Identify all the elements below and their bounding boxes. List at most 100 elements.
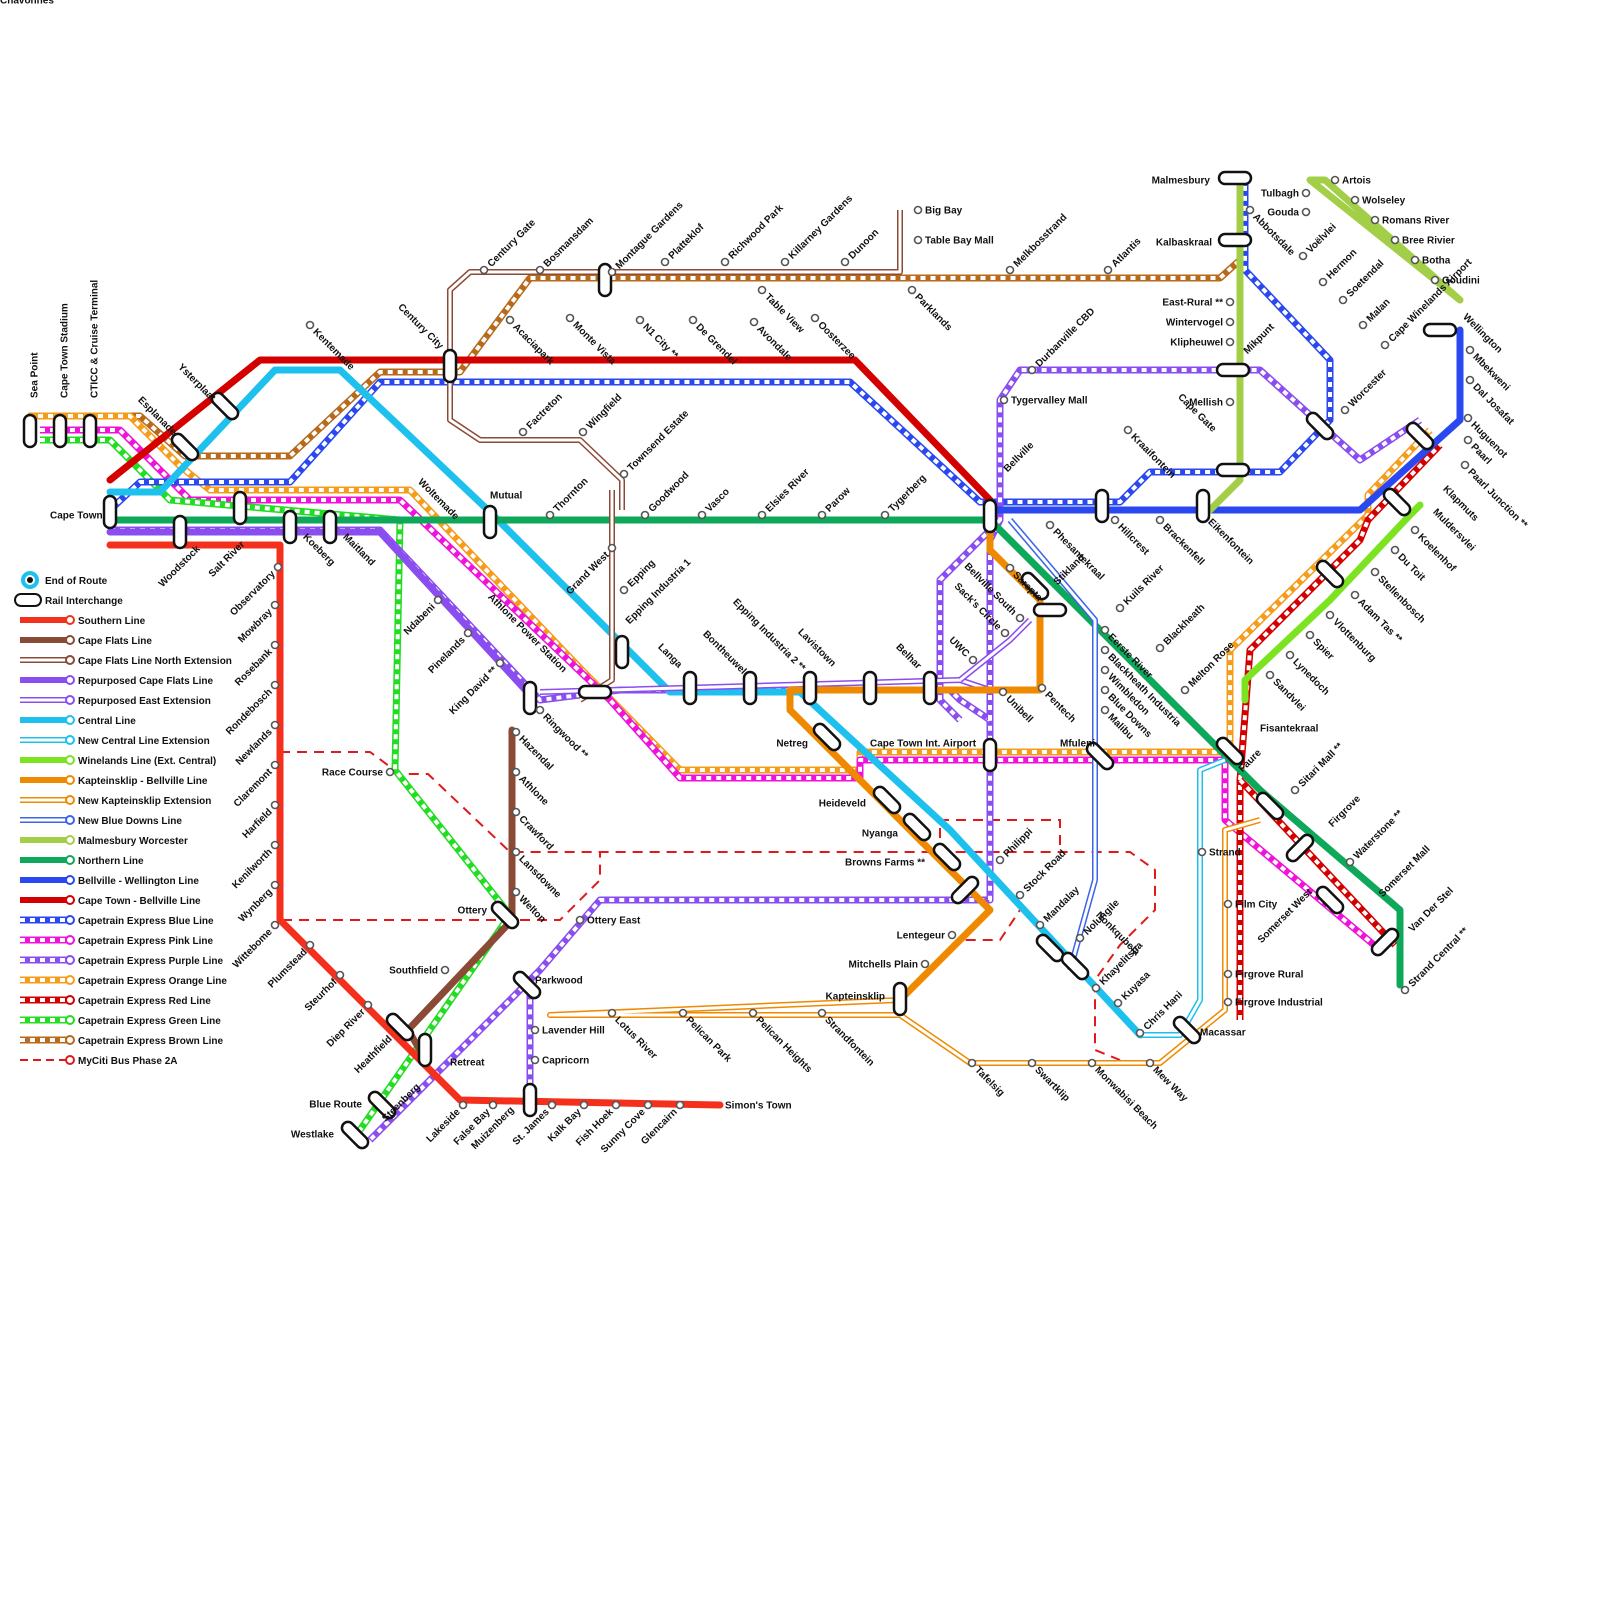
station-dot-koelenhof[interactable]	[1410, 525, 1420, 535]
station-label-tafelsig[interactable]: Tafelsig	[972, 1065, 1006, 1099]
station-label-factreton[interactable]: Factreton	[525, 392, 565, 432]
station-label-lynedoch[interactable]: Lynedoch	[1290, 657, 1331, 698]
interchange-marker[interactable]	[1094, 488, 1110, 524]
station-label-firgrove-industrial[interactable]: Firgrove Industrial	[1235, 998, 1323, 1009]
station-dot-soetendal[interactable]	[1338, 295, 1348, 305]
station-dot-big-bay[interactable]	[913, 205, 923, 215]
station-label-firgrove[interactable]: Firgrove	[1327, 793, 1363, 829]
station-label-philippi[interactable]: Philippi	[1002, 826, 1035, 859]
interchange-marker[interactable]	[417, 1032, 433, 1068]
station-label-epping[interactable]: Epping	[626, 558, 658, 590]
station-label-wintervogel[interactable]: Wintervogel	[1166, 318, 1223, 329]
station-label-chavonnes[interactable]: Chavonnes	[0, 0, 54, 7]
station-dot-nolungile[interactable]	[1075, 933, 1085, 943]
interchange-marker[interactable]	[982, 498, 998, 534]
station-dot-abbotsdale[interactable]	[1245, 205, 1255, 215]
station-dot-tulbagh[interactable]	[1301, 188, 1311, 198]
station-label-ysterplaat[interactable]: Ysterplaat	[175, 362, 217, 404]
station-label-parow[interactable]: Parow	[824, 485, 853, 514]
station-dot-ottery-east[interactable]	[575, 915, 585, 925]
station-label-crawford[interactable]: Crawford	[516, 814, 555, 853]
interchange-marker[interactable]	[1284, 832, 1315, 863]
interchange-marker[interactable]	[1171, 1014, 1202, 1045]
station-dot-oosterzee[interactable]	[810, 313, 820, 323]
station-dot-phesantekraal[interactable]	[1045, 520, 1055, 530]
station-label-durbanville-cbd[interactable]: Durbanville CBD	[1034, 306, 1098, 370]
interchange-marker[interactable]	[577, 684, 613, 700]
station-label-malmesbury[interactable]: Malmesbury	[1152, 176, 1211, 187]
station-dot-hillcrest[interactable]	[1110, 515, 1120, 525]
station-label-fisantekraal[interactable]: Fisantekraal	[1260, 724, 1319, 735]
station-label-stock-road[interactable]: Stock Road	[1022, 848, 1069, 895]
interchange-marker[interactable]	[682, 670, 698, 706]
interchange-marker[interactable]	[1381, 486, 1412, 517]
station-label-parkwood[interactable]: Parkwood	[535, 976, 583, 987]
station-dot-malan[interactable]	[1358, 320, 1368, 330]
interchange-marker[interactable]	[982, 737, 998, 773]
station-dot-melkbosstrand[interactable]	[1005, 265, 1015, 275]
station-dot-waterstone[interactable]	[1345, 857, 1355, 867]
interchange-marker[interactable]	[102, 494, 118, 530]
station-label-bellville[interactable]: Bellville	[1002, 440, 1037, 475]
station-label-soetendal[interactable]: Soetendal	[1345, 258, 1387, 300]
station-label-koelenhof[interactable]: Koelenhof	[1415, 532, 1458, 575]
station-dot-rondebosch[interactable]	[270, 680, 280, 690]
station-label-bree-rivier[interactable]: Bree Rivier	[1402, 236, 1455, 247]
station-dot-tygervalley-mall[interactable]	[999, 395, 1009, 405]
station-dot-vasco[interactable]	[697, 510, 707, 520]
station-label-unibell[interactable]: Unibell	[1003, 694, 1035, 726]
station-label-heathfield[interactable]: Heathfield	[353, 1034, 395, 1076]
station-label-race-course[interactable]: Race Course	[322, 768, 384, 779]
station-dot-factreton[interactable]	[518, 427, 528, 437]
station-label-hazendal[interactable]: Hazendal	[516, 734, 555, 773]
interchange-marker[interactable]	[1059, 950, 1090, 981]
station-label-hermon[interactable]: Hermon	[1325, 247, 1360, 282]
station-label-pentech[interactable]: Pentech	[1042, 690, 1077, 725]
station-label-nyanga[interactable]: Nyanga	[862, 829, 899, 840]
interchange-marker[interactable]	[522, 1082, 538, 1118]
station-label-mikpunt[interactable]: Mikpunt	[1242, 321, 1277, 356]
station-label-heideveld[interactable]: Heideveld	[819, 799, 866, 810]
station-dot-townsend-estate[interactable]	[619, 469, 629, 479]
station-dot-durbanville-cbd[interactable]	[1027, 365, 1037, 375]
station-dot-firgrove-rural[interactable]	[1223, 969, 1233, 979]
interchange-marker[interactable]	[802, 670, 818, 706]
station-dot-epping[interactable]	[619, 585, 629, 595]
station-label-spier[interactable]: Spier	[1310, 637, 1336, 663]
station-label-netreg[interactable]: Netreg	[776, 739, 808, 750]
station-dot-mandalay[interactable]	[1035, 920, 1045, 930]
station-dot-lavender-hill[interactable]	[530, 1025, 540, 1035]
interchange-marker[interactable]	[1215, 462, 1251, 478]
station-label-blue-route[interactable]: Blue Route	[309, 1100, 362, 1111]
station-label-elsies-river[interactable]: Elsies River	[764, 467, 812, 515]
station-label-bontheuwel[interactable]: Bontheuwel	[700, 629, 748, 677]
station-label-tygerberg[interactable]: Tygerberg	[887, 473, 929, 515]
station-dot-du-toit[interactable]	[1390, 545, 1400, 555]
station-dot-ringwood[interactable]	[535, 705, 545, 715]
station-label-somerset-mall[interactable]: Somerset Mall	[1377, 844, 1433, 900]
station-dot-southfield[interactable]	[440, 965, 450, 975]
station-label-brackenfell[interactable]: Brackenfell	[1160, 522, 1206, 568]
station-label-strandfontein[interactable]: Strandfontein	[822, 1015, 876, 1069]
station-dot-race-course[interactable]	[385, 767, 395, 777]
station-dot-parow[interactable]	[817, 510, 827, 520]
station-dot-athlone[interactable]	[511, 767, 521, 777]
station-label-uwc[interactable]: UWC	[947, 635, 972, 660]
station-label-century-city[interactable]: Century City	[395, 302, 445, 352]
station-label-rosebank[interactable]: Rosebank	[233, 646, 275, 688]
station-dot-monte-vista[interactable]	[565, 313, 575, 323]
station-dot-tygerberg[interactable]	[880, 510, 890, 520]
interchange-marker[interactable]	[52, 413, 68, 449]
station-label-woodstock[interactable]: Woodstock	[157, 544, 203, 590]
interchange-marker[interactable]	[22, 413, 38, 449]
station-dot-bosmansdam[interactable]	[535, 265, 545, 275]
station-dot-mew-way[interactable]	[1145, 1058, 1155, 1068]
interchange-marker[interactable]	[614, 634, 630, 670]
station-label-pinelands[interactable]: Pinelands	[426, 634, 467, 675]
station-label-sea-point[interactable]: Sea Point	[30, 352, 41, 398]
interchange-marker[interactable]	[169, 431, 200, 462]
station-label-abbotsdale[interactable]: Abbotsdale	[1250, 212, 1297, 259]
station-label-table-bay-mall[interactable]: Table Bay Mall	[925, 236, 994, 247]
station-dot-strand-central[interactable]	[1400, 985, 1410, 995]
station-label-table-view[interactable]: Table View	[762, 292, 806, 336]
